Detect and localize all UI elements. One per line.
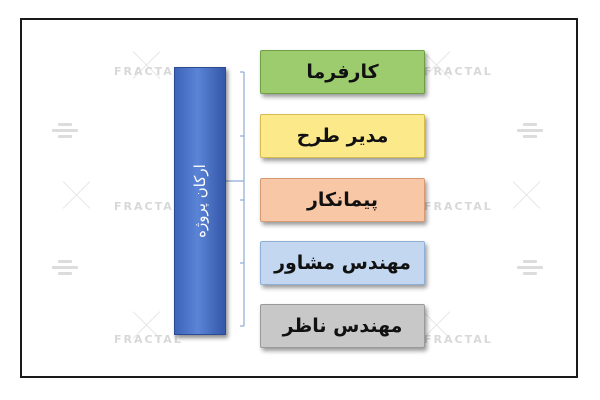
root-node-label: ارکان پروژه [191, 164, 209, 238]
child-node-label: مدیر طرح [296, 125, 389, 147]
child-node-employer: کارفرما [260, 50, 425, 94]
child-node-label: مهندس مشاور [274, 252, 411, 274]
root-node: ارکان پروژه [174, 67, 226, 335]
diagram-frame: FRACTAL FRACTAL FRACTAL FRACTAL FRACTAL … [20, 18, 578, 378]
child-node-label: کارفرما [306, 61, 379, 83]
child-node-supervising-engineer: مهندس ناظر [260, 304, 425, 348]
child-node-project-manager: مدیر طرح [260, 114, 425, 158]
child-node-label: پیمانکار [306, 189, 379, 211]
child-node-contractor: پیمانکار [260, 178, 425, 222]
child-node-consulting-engineer: مهندس مشاور [260, 241, 425, 285]
child-node-label: مهندس ناظر [282, 315, 403, 337]
